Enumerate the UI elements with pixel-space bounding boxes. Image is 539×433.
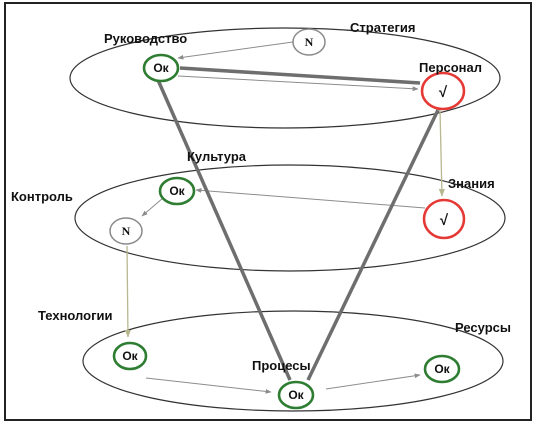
arrow-processes-to-resources (325, 373, 421, 390)
arrow-personnel-to-knowledge (438, 109, 445, 197)
label-knowledge: Знания (448, 176, 495, 191)
node-processes: Ок (277, 380, 315, 410)
node-personnel: √ (420, 71, 466, 111)
arrow-technologies-to-processes (145, 377, 272, 394)
node-technologies: Ок (112, 341, 148, 371)
node-knowledge-text: √ (440, 212, 449, 229)
node-culture-text: Ок (169, 184, 185, 198)
label-strategy: Стратегия (350, 20, 416, 35)
label-culture: Культура (187, 149, 247, 164)
arrow-control-to-technologies (124, 245, 132, 338)
top-tier-ellipse (69, 27, 501, 129)
node-resources: Ок (423, 354, 461, 384)
label-processes: Процесы (252, 358, 311, 373)
node-processes-text: Ок (288, 388, 304, 402)
label-control: Контроль (11, 189, 73, 204)
thick-line-personnel-to-processes (306, 109, 440, 381)
label-leadership: Руководство (104, 31, 187, 46)
arrow-culture-to-control (141, 197, 164, 217)
arrow-leadership-to-personnel (177, 75, 419, 92)
node-culture: Ок (158, 176, 196, 206)
label-personnel: Персонал (419, 60, 482, 75)
node-strategy: N (292, 28, 326, 56)
bottom-tier-ellipse (82, 310, 504, 412)
node-control: N (109, 217, 143, 245)
node-technologies-text: Ок (122, 349, 138, 363)
arrow-knowledge-to-culture (195, 188, 426, 209)
node-leadership-text: Ок (153, 61, 169, 75)
label-technologies: Технологии (38, 308, 112, 323)
node-control-text: N (122, 224, 131, 238)
node-personnel-text: √ (439, 84, 448, 101)
label-resources: Ресурсы (455, 320, 511, 335)
node-resources-text: Ок (434, 362, 450, 376)
thick-line-leadership-to-processes (156, 79, 292, 381)
node-leadership: Ок (142, 53, 180, 83)
arrow-strategy-to-leadership (177, 41, 294, 60)
thick-line-leadership-to-personnel (179, 66, 421, 85)
node-knowledge: √ (422, 198, 466, 240)
node-strategy-text: N (305, 35, 314, 49)
